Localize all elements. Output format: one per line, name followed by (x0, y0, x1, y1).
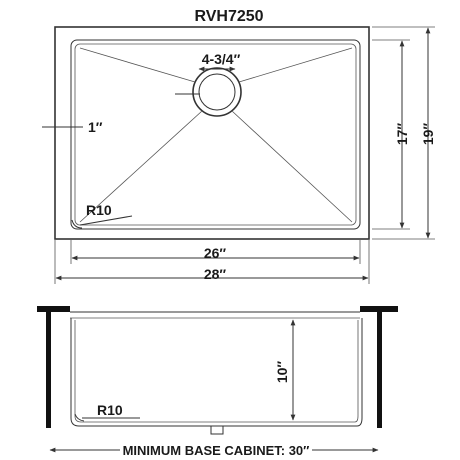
side-corner-radius-arc (74, 413, 85, 422)
inner-depth-label: 17″ (394, 123, 410, 146)
cabinet-wall-right (377, 312, 382, 428)
drain-tailpiece (210, 425, 224, 435)
cabinet-wall-left (46, 312, 51, 428)
outer-depth-label: 19″ (420, 123, 436, 146)
drain-inner-circle (198, 73, 236, 111)
countertop-right (360, 306, 398, 312)
top-view: 4-3/4″ 1″ R10 26″ 28″ 17″ 19″ (42, 26, 436, 284)
slope-line-top-left (79, 47, 196, 83)
countertop-left (37, 306, 70, 312)
side-view: 10″ R10 MINIMUM BASE CABINET: 30″ (37, 306, 398, 458)
inner-width-label: 26″ (204, 245, 227, 261)
corner-radius-label: R10 (86, 202, 112, 218)
corner-radius-leader (79, 215, 133, 226)
corner-radius-arc (71, 219, 83, 229)
slope-line-top-right (238, 47, 353, 83)
drain-outer-circle (192, 67, 242, 117)
model-title: RVH7250 (194, 8, 263, 25)
minimum-base-cabinet-label: MINIMUM BASE CABINET: 30″ (123, 443, 310, 458)
bowl-profile-inner (74, 320, 359, 423)
inner-bowl-outline (70, 39, 361, 230)
bowl-depth-label: 10″ (274, 361, 290, 384)
side-corner-radius-label: R10 (97, 402, 123, 418)
slope-line-bottom-left (79, 110, 203, 223)
rim-width-label: 1″ (88, 119, 103, 135)
outer-width-label: 28″ (204, 266, 227, 282)
drain-diameter-label: 4-3/4″ (202, 51, 241, 67)
slope-line-bottom-right (231, 110, 353, 223)
inner-bowl-rim-line (74, 43, 357, 226)
